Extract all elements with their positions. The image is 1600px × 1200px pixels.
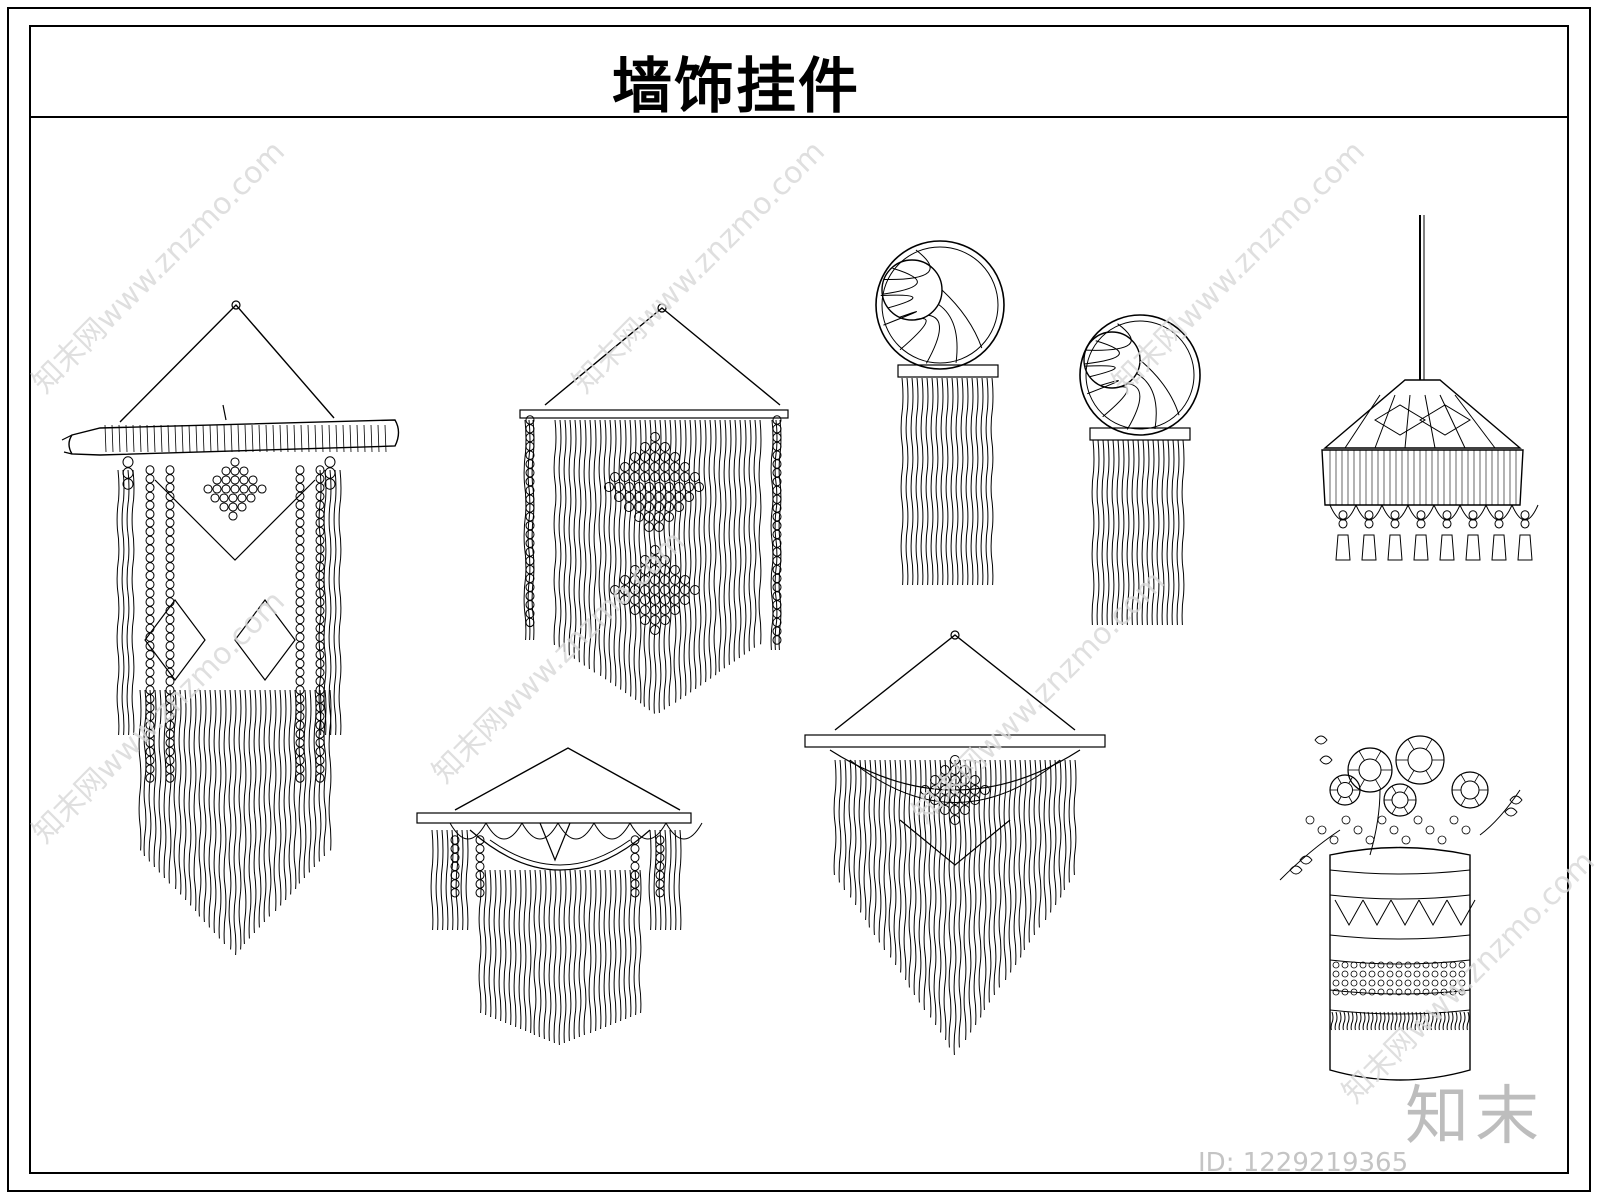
diamond-macrame-banner <box>519 303 789 714</box>
watermark-id: ID: 1229219365 <box>1198 1148 1409 1178</box>
watermark-logo: 知末 <box>1405 1080 1545 1154</box>
v-shaped-macrame-hanging <box>804 630 1106 1056</box>
branch-macrame-wall-hanging <box>61 300 400 956</box>
round-macrame-hanging-small <box>1079 314 1201 626</box>
macrame-pendant-lampshade <box>1321 215 1539 561</box>
round-macrame-hanging-large <box>875 240 1005 586</box>
fringed-macrame-hanging-small <box>416 747 703 1046</box>
macrame-vase-with-flowers <box>1279 735 1523 1081</box>
inner-frame <box>29 25 1569 1174</box>
outer-frame <box>7 7 1591 1192</box>
sheet-title: 墙饰挂件 <box>612 52 860 122</box>
